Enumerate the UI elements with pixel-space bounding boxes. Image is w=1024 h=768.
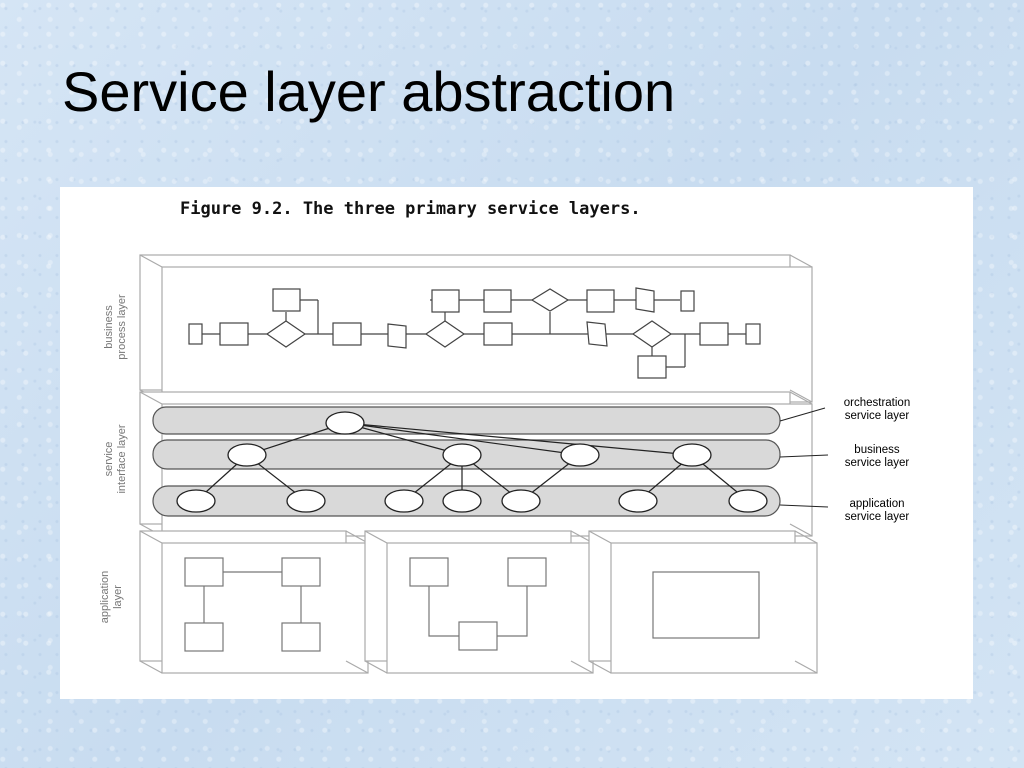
leader-lines (779, 407, 829, 508)
application-service-node (384, 489, 424, 513)
application-component (184, 557, 224, 587)
application-service-layer-label: application service layer (845, 498, 910, 523)
layer-label-line: application (99, 571, 111, 624)
process-decision (265, 320, 307, 348)
service-layers-diagram: Figure 9.2. The three primary service la… (99, 199, 910, 674)
process-step (431, 289, 460, 313)
application-component (652, 571, 760, 639)
application-layer-label: application layer (99, 571, 124, 624)
layer-label-line: process layer (116, 294, 128, 360)
application-service-node (176, 489, 216, 513)
layer-label-line: interface layer (116, 424, 128, 493)
application-service-node (618, 489, 658, 513)
side-label-line: application (850, 498, 905, 510)
process-step (272, 288, 301, 312)
process-step (483, 289, 512, 313)
application-box-1 (139, 530, 369, 674)
process-step (332, 322, 362, 346)
business-process-flow (188, 287, 761, 379)
process-step (586, 289, 615, 313)
business-service-node (442, 443, 482, 467)
orchestration-service-rail (152, 406, 781, 435)
process-decision (424, 320, 466, 348)
process-step (745, 323, 761, 345)
process-decision (631, 320, 673, 348)
figure-caption: Figure 9.2. The three primary service la… (180, 199, 641, 219)
business-service-node (672, 443, 712, 467)
business-service-layer-label: business service layer (845, 444, 910, 469)
process-step (188, 323, 203, 345)
process-document (387, 323, 407, 349)
side-label-line: service layer (845, 457, 910, 469)
application-component (281, 622, 321, 652)
orchestration-service-layer-label: orchestration service layer (844, 397, 910, 422)
application-service-node (728, 489, 768, 513)
layer-label-line: layer (112, 585, 124, 609)
application-component (507, 557, 547, 587)
application-component (458, 621, 498, 651)
application-box-2 (364, 530, 594, 674)
side-label-line: orchestration (844, 397, 910, 409)
application-internals (184, 557, 760, 652)
application-component (184, 622, 224, 652)
process-step (219, 322, 249, 346)
application-service-node (286, 489, 326, 513)
figure-panel: Figure 9.2. The three primary service la… (60, 187, 973, 699)
process-step (680, 290, 695, 312)
application-component (281, 557, 321, 587)
side-label-line: service layer (845, 511, 910, 523)
business-service-node (560, 443, 600, 467)
slide-title: Service layer abstraction (62, 60, 676, 123)
process-step (699, 322, 729, 346)
side-label-line: business (854, 444, 900, 456)
application-component (409, 557, 449, 587)
process-document (586, 321, 608, 347)
process-decision (530, 288, 570, 312)
application-service-node (442, 489, 482, 513)
service-nodes (176, 411, 768, 513)
process-step (483, 322, 513, 346)
orchestration-service-node (325, 411, 365, 435)
service-interface-layer-label: service interface layer (103, 424, 128, 493)
process-document (635, 287, 655, 313)
layer-label-line: business (103, 305, 115, 349)
application-service-node (501, 489, 541, 513)
process-step (637, 355, 667, 379)
business-service-node (227, 443, 267, 467)
side-label-line: service layer (845, 410, 910, 422)
business-process-layer-label: business process layer (103, 294, 128, 360)
layer-label-line: service (103, 442, 115, 477)
